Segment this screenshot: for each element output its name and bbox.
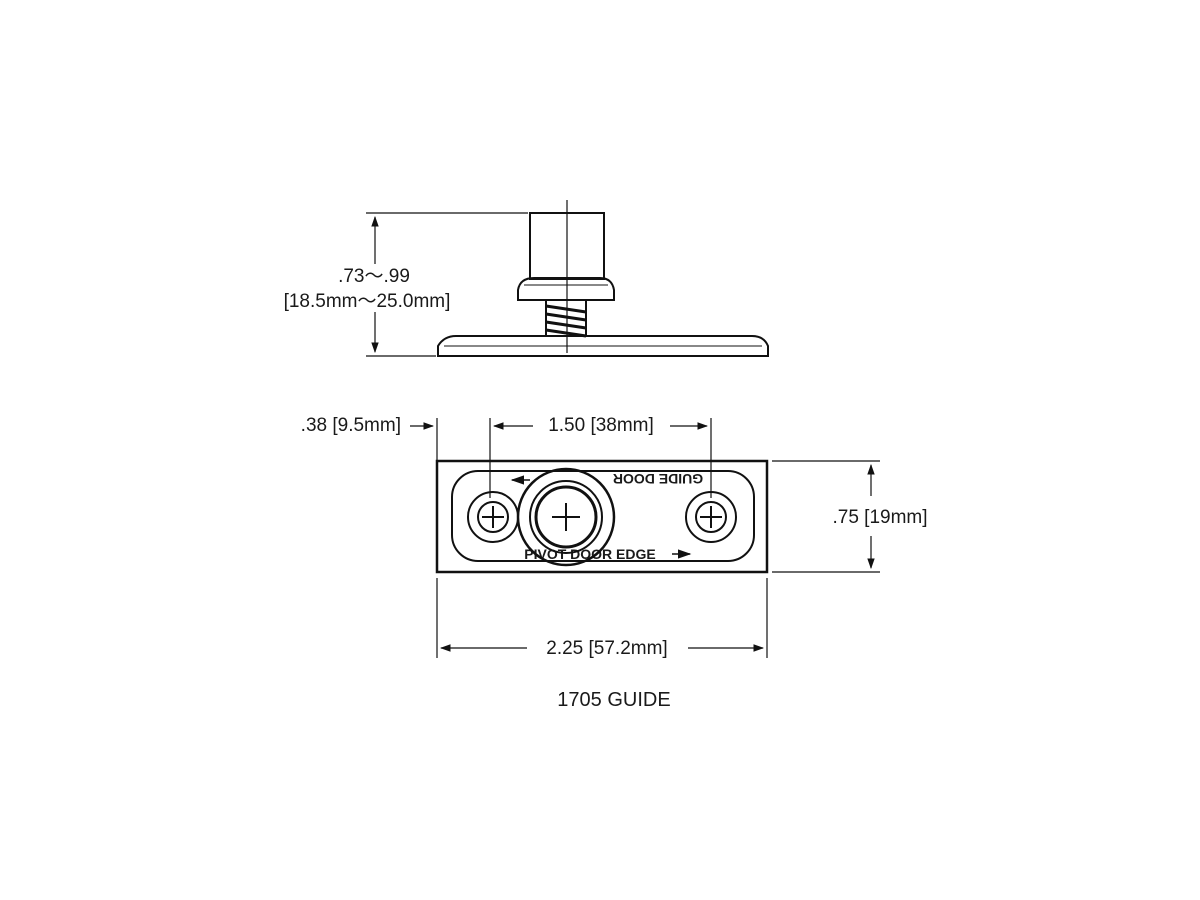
length-dim: 2.25 [57.2mm] (546, 638, 667, 659)
plate-text-top: GUIDE DOOR (613, 471, 703, 487)
side-view: .73～.99 [18.5mm～25.0mm] (284, 200, 769, 357)
width-dim: .75 [19mm] (832, 507, 927, 528)
top-view: GUIDE DOOR PIVOT DOOR EDGE 1.50 [38mm] .… (301, 415, 928, 659)
center-roller-icon (516, 467, 616, 567)
right-screw-icon (685, 491, 737, 543)
collar (517, 277, 615, 301)
height-dim-imperial: .73～.99 (338, 266, 410, 287)
height-dim-metric: [18.5mm～25.0mm] (284, 291, 451, 312)
offset-dim: .38 [9.5mm] (301, 415, 401, 436)
threaded-screw (545, 299, 587, 338)
drawing-caption: 1705 GUIDE (557, 689, 670, 711)
plate-face (451, 470, 755, 562)
plate-outline (435, 459, 769, 574)
plate-text-bottom: PIVOT DOOR EDGE (524, 546, 655, 562)
left-screw-icon (467, 491, 519, 543)
base-plate-side (437, 335, 769, 357)
hole-spacing-dim: 1.50 [38mm] (548, 415, 654, 436)
